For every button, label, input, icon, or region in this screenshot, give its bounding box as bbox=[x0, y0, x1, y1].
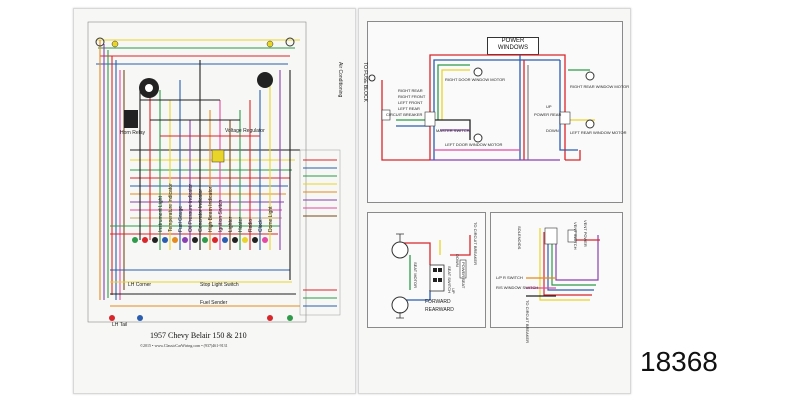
diagram-label: Fuel Sender bbox=[200, 300, 228, 306]
pv-label-vent-switch: VENT SWITCH bbox=[573, 222, 578, 250]
pw-label-up: UP bbox=[546, 104, 552, 109]
pw-label-left-front: LEFT FRONT bbox=[398, 100, 423, 105]
power-windows-title-line1: POWER bbox=[501, 38, 525, 44]
pw-label-circuit-breaker: CIRCUIT BREAKER bbox=[386, 112, 423, 117]
part-number: 18368 bbox=[640, 346, 718, 377]
pv-label-lp-r-switch: L/P R SWITCH bbox=[496, 275, 523, 280]
diagram-label: LH Corner bbox=[128, 282, 152, 288]
pw-label-right-rear: RIGHT REAR bbox=[398, 88, 423, 93]
diagram-credit: ©2015 • www.ClassicCarWiring.com • (937)… bbox=[140, 343, 228, 348]
pw-label-down: DOWN bbox=[546, 128, 559, 133]
ps-label-rearward: REARWARD bbox=[425, 307, 454, 313]
pv-label-solenoids: SOLENOIDS bbox=[517, 226, 522, 250]
pv-label-vent-power: VENT POWER bbox=[583, 220, 588, 247]
pv-label-to-circuit-breaker: TO CIRCUIT BREAKER bbox=[525, 300, 530, 343]
diagram-label: Voltage Regulator bbox=[225, 128, 265, 134]
ps-label-forward: FORWARD bbox=[425, 299, 451, 305]
diagram-title: 1957 Chevy Belair 150 & 210 bbox=[150, 331, 247, 340]
pw-label-left-rear: LEFT REAR bbox=[398, 106, 420, 111]
pw-label-right-rear-motor: RIGHT REAR WINDOW MOTOR bbox=[570, 84, 630, 89]
pw-label-master-switch: MASTER SWITCH bbox=[436, 128, 470, 133]
pw-label-left-door-motor: LEFT DOOR WINDOW MOTOR bbox=[445, 142, 503, 147]
pw-label-right-front: RIGHT FRONT bbox=[398, 94, 426, 99]
pv-label-rs-window-switch: R/S WINDOW SWITCH bbox=[496, 285, 539, 290]
diagram-label: Horn Relay bbox=[120, 130, 146, 136]
diagram-label: Stop Light Switch bbox=[200, 282, 239, 288]
diagram-label: LH Tail bbox=[112, 322, 128, 328]
power-windows-title-line2: WINDOWS bbox=[497, 45, 529, 51]
pw-label-power-rear: POWER REAR bbox=[534, 112, 562, 117]
pw-label-right-door-motor: RIGHT DOOR WINDOW MOTOR bbox=[445, 77, 506, 82]
pw-label-left-rear-motor: LEFT REAR WINDOW MOTOR bbox=[570, 130, 627, 135]
